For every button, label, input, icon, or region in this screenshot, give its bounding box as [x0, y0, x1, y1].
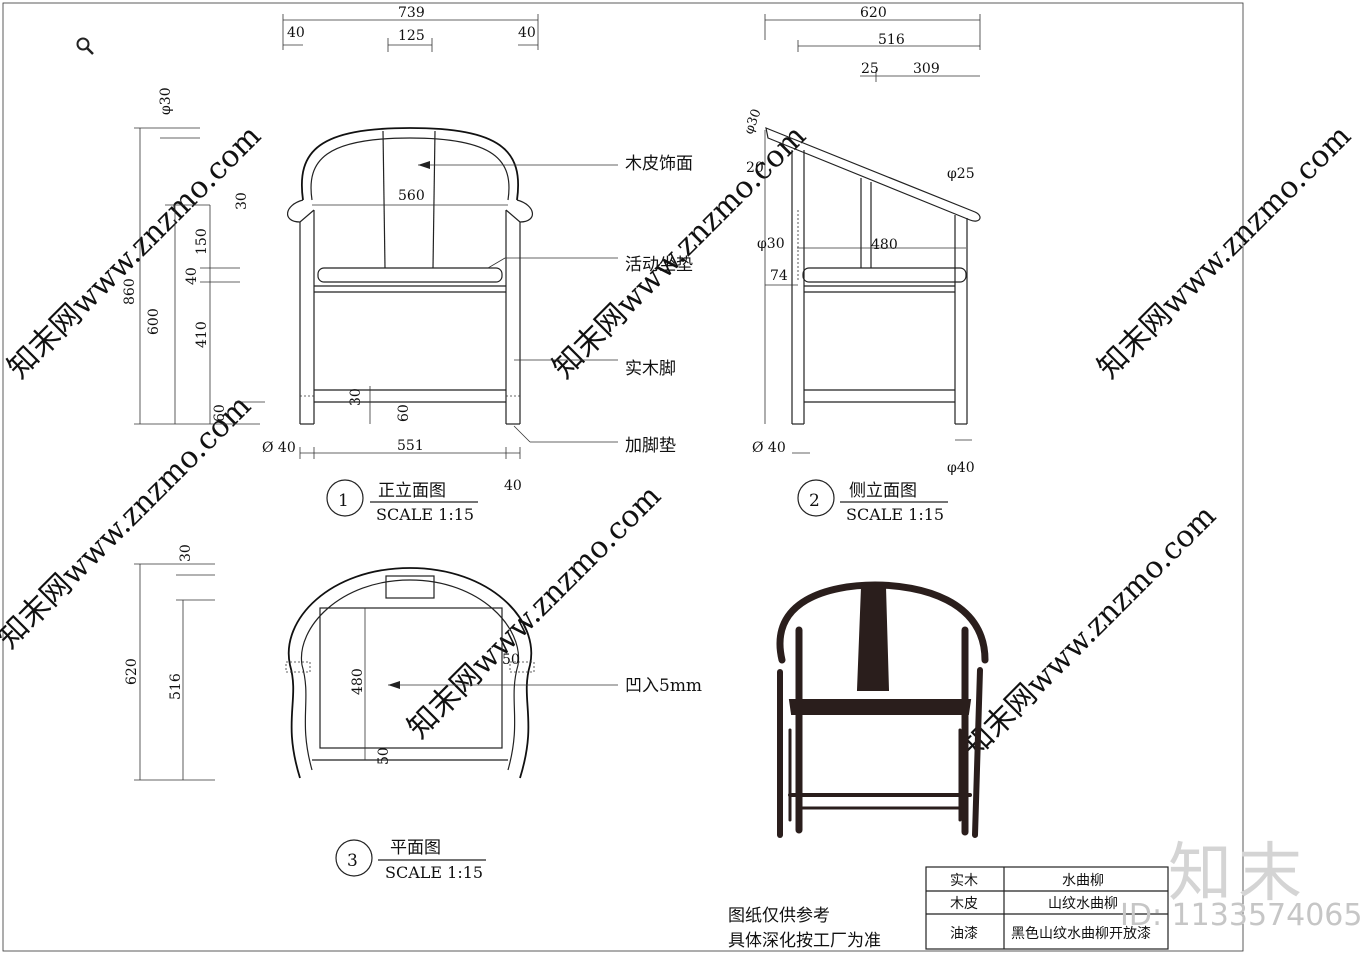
sheet-border [2, 2, 1244, 952]
dim-620: 620 [860, 5, 887, 21]
dim-60b: 60 [396, 404, 412, 422]
dim-860: 860 [122, 278, 138, 305]
dim-30: 30 [234, 192, 250, 210]
view-1-number: 1 [338, 491, 349, 511]
dim-phi30-side: φ30 [742, 107, 765, 136]
view-3-number: 3 [347, 851, 358, 871]
watermark-text: 知末网www.znzmo.com [956, 499, 1223, 766]
dim-40c: 40 [504, 478, 522, 494]
material-spec: 山纹水曲柳 [1048, 895, 1118, 912]
callout-recess: 凹入5mm [625, 676, 702, 696]
image-id: ID: 1133574065 [1120, 898, 1363, 933]
note-line-2: 具体深化按工厂为准 [728, 931, 881, 951]
view-1-title: 正立面图 [378, 481, 446, 501]
dim-150: 150 [194, 228, 210, 255]
watermarks: 知末网www.znzmo.com 知末网www.znzmo.com 知末网www… [0, 119, 1358, 766]
material-item: 实木 [950, 873, 978, 889]
dim-480-side: 480 [871, 237, 898, 253]
dim-phi25: φ25 [947, 166, 975, 182]
dim-410: 410 [194, 321, 210, 348]
view-2-scale: SCALE 1:15 [846, 505, 944, 524]
dim-plan-620: 620 [124, 658, 140, 685]
magnifier-icon[interactable] [75, 36, 95, 56]
dim-309: 309 [913, 61, 940, 77]
material-spec: 水曲柳 [1062, 872, 1104, 889]
plan-view: 30 620 516 480 50 50 凹入5mm 3 平面图 SCALE 1… [124, 544, 702, 882]
dim-plan-50b: 50 [376, 747, 392, 765]
dim-25: 25 [861, 61, 879, 77]
dim-phi30-side-b: φ30 [757, 236, 785, 252]
dim-551: 551 [397, 438, 424, 454]
dim-phi40-side: Ø 40 [752, 440, 786, 456]
dim-20: 20 [746, 160, 764, 176]
dim-phi40-side-b: φ40 [947, 460, 975, 476]
dim-phi40: Ø 40 [262, 440, 296, 456]
dim-125: 125 [398, 28, 425, 44]
seat-cushion [317, 267, 503, 283]
material-item: 油漆 [950, 926, 978, 942]
dim-plan-30: 30 [178, 544, 194, 562]
view-1-scale: SCALE 1:15 [376, 505, 474, 524]
dim-600: 600 [146, 308, 162, 335]
view-3-scale: SCALE 1:15 [385, 863, 483, 882]
callout-veneer: 木皮饰面 [625, 154, 693, 174]
material-item: 木皮 [950, 896, 978, 912]
dim-40: 40 [184, 267, 200, 285]
watermark-text: 知末网www.znzmo.com [0, 389, 258, 656]
side-seat-cushion [802, 267, 967, 283]
callout-leg: 实木脚 [625, 359, 676, 379]
dim-plan-480: 480 [350, 668, 366, 695]
dim-plan-50a: 50 [502, 652, 520, 668]
watermark-text: 知末网www.znzmo.com [1091, 119, 1358, 386]
chair-photo [776, 581, 989, 838]
view-2-number: 2 [809, 491, 820, 511]
brand-logo: 知末 [1168, 837, 1308, 911]
dim-60: 60 [212, 404, 228, 422]
dim-40-left: 40 [287, 25, 305, 41]
dim-516: 516 [878, 32, 905, 48]
callout-foot-pad: 加脚垫 [625, 436, 676, 456]
dim-739: 739 [398, 5, 425, 21]
dim-40-right: 40 [518, 25, 536, 41]
view-2-title: 侧立面图 [849, 481, 917, 501]
dim-30b: 30 [348, 388, 364, 406]
material-spec: 黑色山纹水曲柳开放漆 [1011, 925, 1151, 942]
dim-plan-516: 516 [168, 673, 184, 700]
note-line-1: 图纸仅供参考 [728, 906, 830, 926]
materials-table: 实木 水曲柳 木皮 山纹水曲柳 油漆 黑色山纹水曲柳开放漆 [925, 866, 1169, 950]
dim-74: 74 [770, 268, 788, 284]
view-3-title: 平面图 [390, 838, 441, 858]
dim-560: 560 [398, 188, 425, 204]
side-elevation: 620 516 25 309 φ30 20 φ25 φ30 480 74 Ø 4… [742, 5, 981, 524]
dim-phi30: φ30 [158, 87, 174, 115]
front-elevation: 739 40 125 40 φ30 860 600 30 150 40 410 … [122, 5, 693, 524]
callout-cushion: 活动坐垫 [625, 255, 693, 275]
watermark-text: 知末网www.znzmo.com [1, 119, 268, 386]
